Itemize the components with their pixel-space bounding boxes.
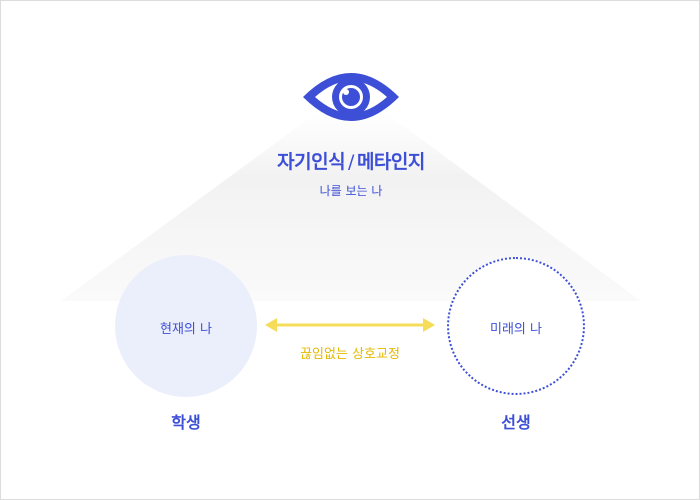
meta-cognition-subtitle: 나를 보는 나 xyxy=(319,184,383,198)
mutual-correction-label: 끊임없는 상호교정 xyxy=(300,347,400,362)
future-self-circle xyxy=(447,257,585,395)
meta-cognition-title: 자기인식/메타인지 xyxy=(1,147,699,174)
present-self-circle xyxy=(115,255,257,397)
title-self-awareness: 자기인식 xyxy=(277,151,346,173)
double-arrow-icon xyxy=(265,318,435,332)
future-self-label: 미래의 나 xyxy=(490,322,542,337)
title-metacognition: 메타인지 xyxy=(356,151,425,173)
present-self-label: 현재의 나 xyxy=(160,322,212,337)
teacher-role-label: 선생 xyxy=(501,413,531,432)
student-role-label: 학생 xyxy=(171,413,201,432)
title-separator: / xyxy=(348,151,354,173)
eye-icon xyxy=(303,73,399,121)
